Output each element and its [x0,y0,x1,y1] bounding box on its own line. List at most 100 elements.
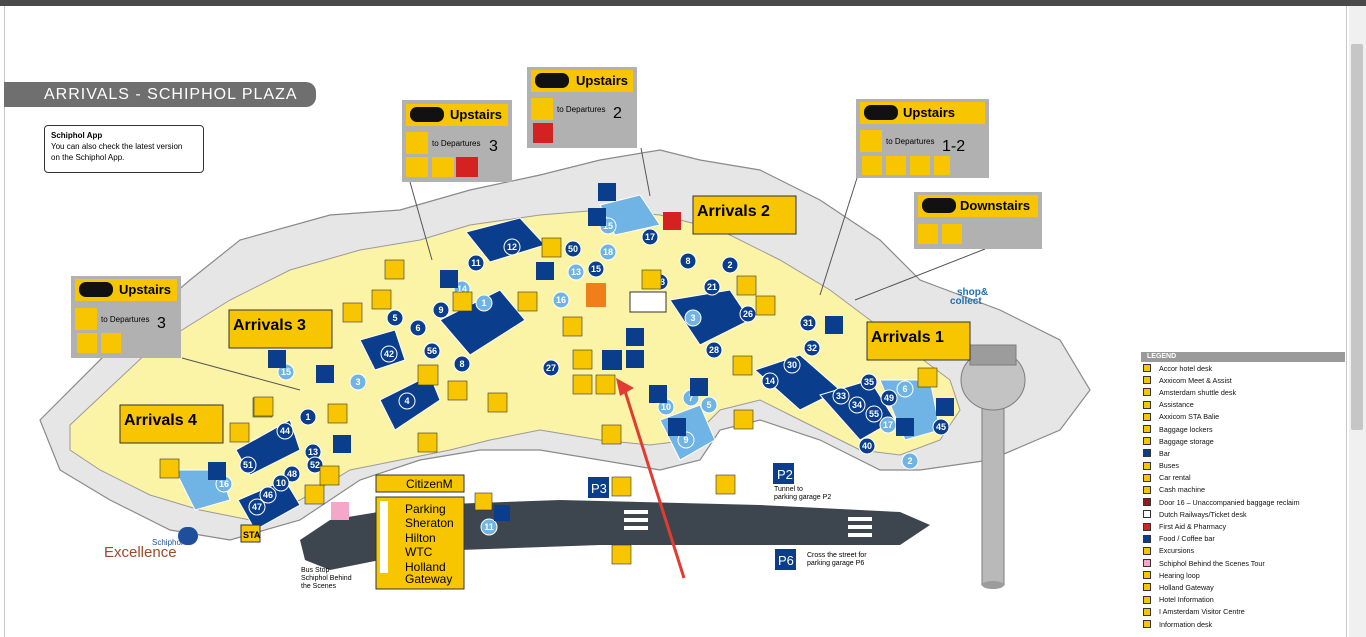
location-number-marker[interactable]: 5 [386,309,404,327]
location-number: 8 [685,256,690,266]
location-number-marker[interactable]: 45 [932,418,950,436]
location-number-marker[interactable]: 30 [783,356,801,374]
location-number: 49 [884,393,894,403]
location-number-marker[interactable]: 50 [564,240,582,258]
location-number: 9 [683,435,688,445]
car-rental-icon [1143,473,1151,482]
location-number-marker[interactable]: 31 [799,314,817,332]
legend-item: Axxicom Meet & Assist [1141,374,1345,386]
location-number-marker[interactable]: 5 [700,396,718,414]
dutch-railways-icon [629,291,667,313]
hotel-wtc: WTC [405,545,433,559]
excursions-icon [1143,546,1151,555]
location-number-marker[interactable]: 26 [739,305,757,323]
location-number-marker[interactable]: 52 [306,456,324,474]
meet-assist-icon [1143,376,1151,385]
legend-item-label: Bar [1159,448,1171,458]
to-departures-text: to Departures [432,139,480,148]
location-number-marker[interactable]: 48 [283,465,301,483]
location-number-marker[interactable]: 3 [349,373,367,391]
location-number-marker[interactable]: 44 [276,422,294,440]
location-number-marker[interactable]: 51 [239,456,257,474]
p3-sign[interactable]: P3 [588,477,609,498]
svg-text:P3: P3 [591,481,607,496]
location-number-marker[interactable]: 55 [865,405,883,423]
location-number-marker[interactable]: 9 [432,301,450,319]
location-number: 34 [852,400,862,410]
location-number-marker[interactable]: 47 [248,498,266,516]
location-number-marker[interactable]: 56 [423,342,441,360]
location-number-marker[interactable]: 28 [705,341,723,359]
sta-sign[interactable]: STA [240,524,261,543]
location-number-marker[interactable]: 49 [880,389,898,407]
visitor-centre-icon [1143,607,1151,616]
legend-item-label: Dutch Railways/Ticket desk [1159,509,1247,519]
location-number: 18 [603,247,613,257]
shop-and-collect-logo: shop& collect [950,287,988,307]
location-number-marker[interactable]: 3 [684,309,702,327]
location-number-marker[interactable]: 8 [679,252,697,270]
legend-item-label: Baggage lockers [1159,424,1213,434]
arrivals-3-label[interactable]: Arrivals 3 [228,309,333,349]
departure-number: 1-2 [942,138,965,155]
legend-item-label: I Amsterdam Visitor Centre [1159,607,1245,617]
legend-item-label: Axxicom Meet & Assist [1159,375,1232,385]
first-aid-icon [663,212,681,230]
location-number-marker[interactable]: 4 [398,392,416,410]
location-number: 11 [484,522,494,532]
legend-item-label: Hearing loop [1159,570,1200,580]
location-number-marker[interactable]: 46 [259,486,277,504]
browser-top-bar [0,0,1366,6]
legend-item: Baggage storage [1141,435,1345,447]
shop-collect-line1: shop& [957,287,988,298]
location-number-marker[interactable]: 11 [480,518,498,536]
location-number-marker[interactable]: 8 [453,355,471,373]
location-number: 14 [765,376,775,386]
location-number-marker[interactable]: 27 [542,359,560,377]
location-number-marker[interactable]: 12 [503,238,521,256]
legend-item: Buses [1141,460,1345,472]
p2-sign[interactable]: P2 [773,463,794,484]
location-number-marker[interactable]: 15 [587,260,605,278]
location-number-marker[interactable]: 14 [761,372,779,390]
location-number-marker[interactable]: 17 [879,416,897,434]
location-number-marker[interactable]: 16 [552,291,570,309]
location-number-marker[interactable]: 18 [599,243,617,261]
location-number-marker[interactable]: 40 [858,437,876,455]
dutch-railways-icon [1143,510,1151,519]
location-number-marker[interactable]: 21 [703,278,721,296]
location-number-marker[interactable]: 32 [803,339,821,357]
location-number: 46 [263,490,273,500]
legend-item: Information desk [1141,618,1345,630]
location-number-marker[interactable]: 6 [896,380,914,398]
scrollbar-thumb[interactable] [1351,44,1363,430]
location-number-marker[interactable]: 17 [641,228,659,246]
location-number: 14 [457,284,467,294]
location-number: 31 [803,318,813,328]
legend-item-label: First Aid & Pharmacy [1159,522,1227,532]
location-number: 21 [707,282,717,292]
location-number: 26 [743,309,753,319]
location-number-marker[interactable]: 11 [467,254,485,272]
location-number-marker[interactable]: 13 [567,263,585,281]
location-number: 9 [438,305,443,315]
location-number-marker[interactable]: 2 [721,256,739,274]
location-number-marker[interactable]: 1 [299,408,317,426]
location-number-marker[interactable]: 6 [409,319,427,337]
location-number-marker[interactable]: 42 [380,345,398,363]
location-number-marker[interactable]: 2 [901,452,919,470]
location-number: 42 [384,349,394,359]
location-number-marker[interactable]: 34 [848,396,866,414]
hearing-loop-icon [1143,571,1151,580]
location-number-marker[interactable]: 1 [475,294,493,312]
location-number-marker[interactable]: 33 [832,387,850,405]
location-number-marker[interactable]: 10 [272,474,290,492]
p6-sign[interactable]: P6 [775,549,796,570]
location-number: 56 [427,346,437,356]
arrivals-1-label[interactable]: Arrivals 1 [866,321,971,361]
location-number: 47 [252,502,262,512]
location-number-marker[interactable]: 35 [860,373,878,391]
arrivals-2-label[interactable]: Arrivals 2 [692,195,797,235]
food-coffee-icon [1143,534,1151,543]
arrivals-4-label[interactable]: Arrivals 4 [119,404,224,444]
